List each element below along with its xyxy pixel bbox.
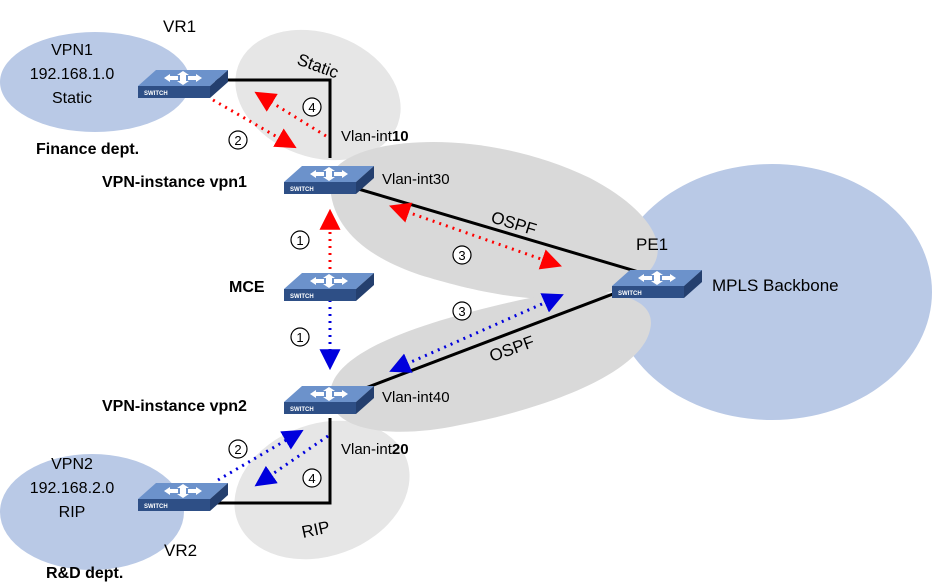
vpn2-route-flows	[217, 293, 564, 487]
flow-bottom-step3	[389, 293, 564, 373]
svg-text:2: 2	[234, 442, 241, 457]
svg-text:1: 1	[296, 330, 303, 345]
svg-text:3: 3	[458, 304, 465, 319]
svg-text:SWITCH: SWITCH	[290, 294, 314, 300]
link-vr1-vpn1	[210, 78, 332, 158]
svg-text:SWITCH: SWITCH	[290, 407, 314, 413]
vpn1-subnet: 192.168.1.0	[30, 66, 115, 83]
step-top-2: 2	[228, 130, 248, 150]
static-routing-area	[235, 29, 401, 161]
vpn2-routing: RIP	[59, 504, 86, 521]
pe1-label: PE1	[636, 235, 668, 254]
svg-text:4: 4	[308, 100, 315, 115]
mpls-backbone-label: MPLS Backbone	[712, 276, 839, 295]
vlan-int10-label: Vlan-int10	[341, 128, 409, 145]
vlan-int20-label: Vlan-int20	[341, 441, 409, 458]
vpn1-name: VPN1	[51, 42, 93, 59]
flow-bottom-step2	[217, 429, 304, 482]
rip-routing-area	[234, 420, 410, 560]
vr2-label: VR2	[164, 541, 197, 560]
step-top-3: 3	[452, 245, 472, 265]
vpn2-instance-switch-icon: SWITCH	[284, 386, 374, 414]
vpn2-instance-label: VPN-instance vpn2	[102, 398, 247, 415]
svg-text:4: 4	[308, 471, 315, 486]
vpn1-department: Finance dept.	[36, 141, 139, 158]
mce-label: MCE	[229, 279, 265, 296]
mce-switch-icon: SWITCH	[284, 273, 374, 301]
vlan-int30-label: Vlan-int30	[382, 171, 450, 188]
pe1-switch-icon: SWITCH	[612, 270, 702, 298]
vpn1-site-bubble	[0, 32, 190, 132]
svg-text:SWITCH: SWITCH	[618, 291, 642, 297]
link-vr2-vpn2	[208, 418, 332, 505]
step-top-1: 1	[290, 230, 310, 250]
vr1-switch-icon: SWITCH	[138, 70, 228, 98]
ospf-vpn2-area	[330, 292, 651, 432]
svg-text:SWITCH: SWITCH	[144, 504, 168, 510]
svg-text:SWITCH: SWITCH	[290, 187, 314, 193]
flow-bottom-step4	[254, 434, 329, 487]
step-bottom-2: 2	[228, 439, 248, 459]
vr2-switch-icon: SWITCH	[138, 483, 228, 511]
vlan-int40-label: Vlan-int40	[382, 389, 450, 406]
vpn2-department: R&D dept.	[46, 565, 123, 582]
vr1-label: VR1	[163, 17, 196, 36]
vpn2-site-bubble	[0, 454, 184, 570]
vpn2-name: VPN2	[51, 456, 93, 473]
svg-text:3: 3	[458, 248, 465, 263]
step-bottom-3: 3	[452, 301, 472, 321]
mpls-backbone-cloud	[612, 164, 932, 420]
svg-text:1: 1	[296, 233, 303, 248]
vpn1-route-flows	[212, 91, 562, 276]
step-bottom-1: 1	[290, 327, 310, 347]
step-top-4: 4	[302, 97, 322, 117]
flow-top-step2	[212, 98, 297, 149]
vpn1-instance-label: VPN-instance vpn1	[102, 174, 247, 191]
step-bottom-4: 4	[302, 468, 322, 488]
vpn2-subnet: 192.168.2.0	[30, 480, 115, 497]
vpn1-instance-switch-icon: SWITCH	[284, 166, 374, 194]
svg-text:2: 2	[234, 133, 241, 148]
flow-top-step3	[389, 202, 562, 270]
step-markers: 4 2 1 3 3 1 2 4	[228, 97, 472, 488]
vpn1-routing: Static	[52, 90, 92, 107]
svg-text:SWITCH: SWITCH	[144, 91, 168, 97]
